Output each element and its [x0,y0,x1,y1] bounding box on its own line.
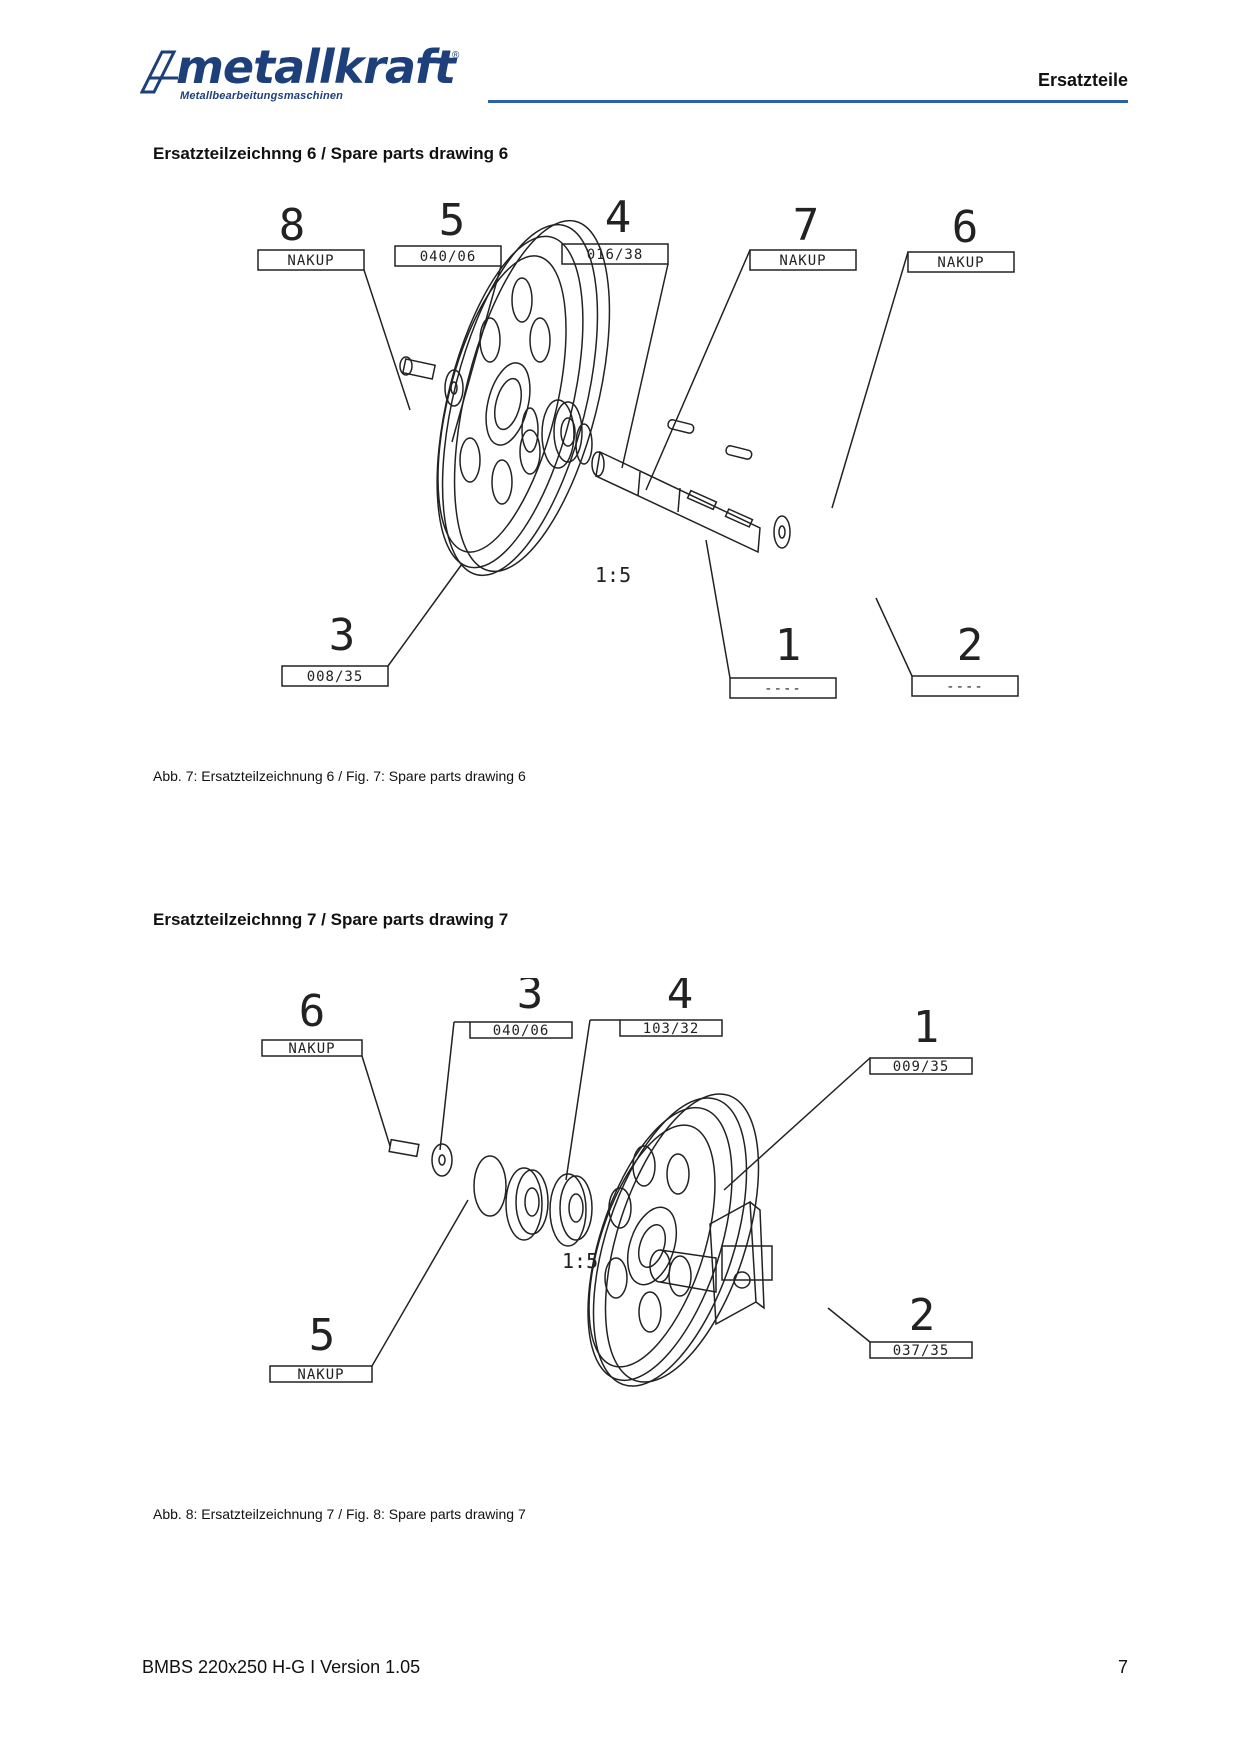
d6-callout-6-code: NAKUP [937,255,984,271]
d7-callout-4-code: 103/32 [643,1021,700,1037]
d7-callout-5-code: NAKUP [297,1367,344,1383]
d6-callout-7-number: 7 [793,200,820,251]
d6-callout-8-number: 8 [279,200,306,251]
d7-callout-5-number: 5 [309,1310,336,1361]
d6-callout-7-code: NAKUP [779,253,826,269]
d7-hub-shaft [649,1200,773,1326]
d6-shaft [591,450,761,554]
d7-callout-2-code: 037/35 [893,1343,950,1359]
d6-bearing [541,399,583,469]
d6-scale: 1:5 [595,563,631,587]
d6-callout-4-number: 4 [605,192,632,243]
drawing7: 6 NAKUP 3 040/06 4 103/32 1 009/35 5 NAK… [240,968,1020,1423]
d7-callout-2-number: 2 [909,1290,936,1341]
d7-pulley [587,1093,760,1387]
d6-callout-6-number: 6 [952,202,979,253]
d6-callout-4-code: 016/38 [587,247,644,263]
drawing7-title: Ersatzteilzeichnng 7 / Spare parts drawi… [153,910,509,929]
d7-circlip [473,1155,507,1217]
d7-scale: 1:5 [562,1249,598,1273]
drawing7-caption: Abb. 8: Ersatzteilzeichnung 7 / Fig. 8: … [153,1506,526,1522]
d6-callout-1-number: 1 [775,620,802,671]
header-section-title: Ersatzteile [1037,70,1128,90]
d7-bearing [549,1173,587,1247]
d6-bolt [399,356,437,380]
logo-word: metallkraft [176,40,456,94]
d6-washer [444,369,464,407]
d6-callout-3-code: 008/35 [307,669,364,685]
registered-icon: ® [452,50,460,61]
d7-callout-4-number: 4 [667,978,694,1019]
d7-callout-6-number: 6 [299,986,326,1037]
drawing6-caption: Abb. 7: Ersatzteilzeichnung 6 / Fig. 7: … [153,768,526,784]
header-rule [488,100,1128,103]
d6-callout-2-code: ---- [946,679,984,695]
d7-callout-3-number: 3 [517,978,544,1019]
d6-callout-2-number: 2 [957,620,984,671]
d6-callout-5-code: 040/06 [420,249,477,265]
d7-callout-3-code: 040/06 [493,1023,550,1039]
d7-callout-6-code: NAKUP [288,1041,335,1057]
d6-callout-1-code: ---- [764,681,802,697]
d6-callout-5-number: 5 [439,195,466,246]
d6-key [667,419,695,434]
drawing6: 8 NAKUP 5 040/06 4 016/38 7 NAKUP 6 NAKU… [240,190,1040,735]
d7-bolt [388,1138,420,1158]
drawing6-title: Ersatzteilzeichnng 6 / Spare parts drawi… [153,144,509,163]
metallkraft-logo: metallkraft ® Metallbearbeitungsmaschine… [140,40,470,106]
d7-callout-1-code: 009/35 [893,1059,950,1075]
logo-mark-icon [140,50,178,94]
d7-washer [431,1143,453,1177]
footer-doc-version: BMBS 220x250 H-G I Version 1.05 [142,1657,421,1677]
d6-callout-8-code: NAKUP [287,253,334,269]
d7-callout-1-number: 1 [913,1002,940,1053]
d6-callout-3-number: 3 [329,610,356,661]
logo-tagline: Metallbearbeitungsmaschinen [180,90,344,102]
footer-page-number: 7 [1117,1657,1128,1677]
